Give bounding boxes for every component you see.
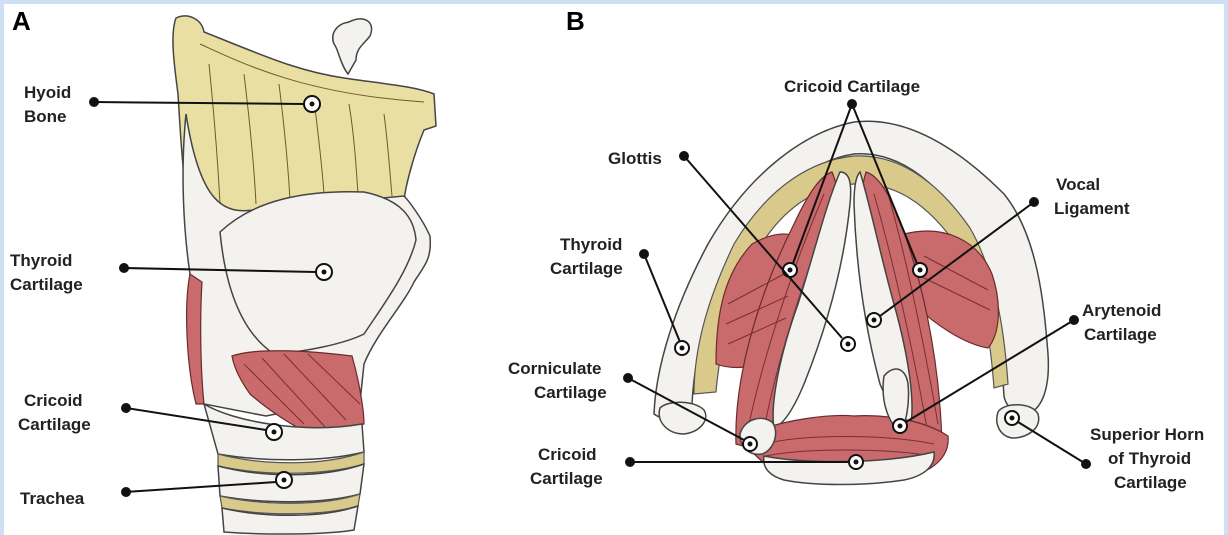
label-thyroid-b-line1: Thyroid (560, 235, 622, 254)
panel-a: A Hyoid Bone Thyroid Cartila (10, 6, 436, 534)
larynx-diagram: A Hyoid Bone Thyroid Cartila (4, 4, 1224, 535)
label-corniculate-line2: Cartilage (534, 383, 607, 402)
label-cricoid-top: Cricoid Cartilage (784, 77, 920, 96)
panel-b: B Cricoid Car (508, 6, 1204, 492)
leader-superior-horn (1005, 411, 1091, 469)
label-trachea: Trachea (20, 489, 85, 508)
label-hyoid-line2: Bone (24, 107, 67, 126)
panel-b-letter: B (566, 6, 585, 36)
label-superior-line1: Superior Horn (1090, 425, 1204, 444)
epiglottis-tip (333, 19, 372, 74)
label-superior-line3: Cartilage (1114, 473, 1187, 492)
label-vocal-line1: Vocal (1056, 175, 1100, 194)
label-cricoid-bottom-line1: Cricoid (538, 445, 597, 464)
label-arytenoid-line2: Cartilage (1084, 325, 1157, 344)
label-thyroid-a-line1: Thyroid (10, 251, 72, 270)
label-glottis: Glottis (608, 149, 662, 168)
label-thyroid-b-line2: Cartilage (550, 259, 623, 278)
hyoid-bone-shape (173, 16, 436, 213)
label-cricoid-a-line2: Cartilage (18, 415, 91, 434)
label-arytenoid-line1: Arytenoid (1082, 301, 1161, 320)
panel-a-letter: A (12, 6, 31, 36)
label-cricoid-a-line1: Cricoid (24, 391, 83, 410)
figure-canvas: A Hyoid Bone Thyroid Cartila (4, 4, 1224, 535)
label-hyoid-line1: Hyoid (24, 83, 71, 102)
label-thyroid-a-line2: Cartilage (10, 275, 83, 294)
label-corniculate-line1: Corniculate (508, 359, 602, 378)
label-superior-line2: of Thyroid (1108, 449, 1191, 468)
label-cricoid-bottom-line2: Cartilage (530, 469, 603, 488)
label-vocal-line2: Ligament (1054, 199, 1130, 218)
